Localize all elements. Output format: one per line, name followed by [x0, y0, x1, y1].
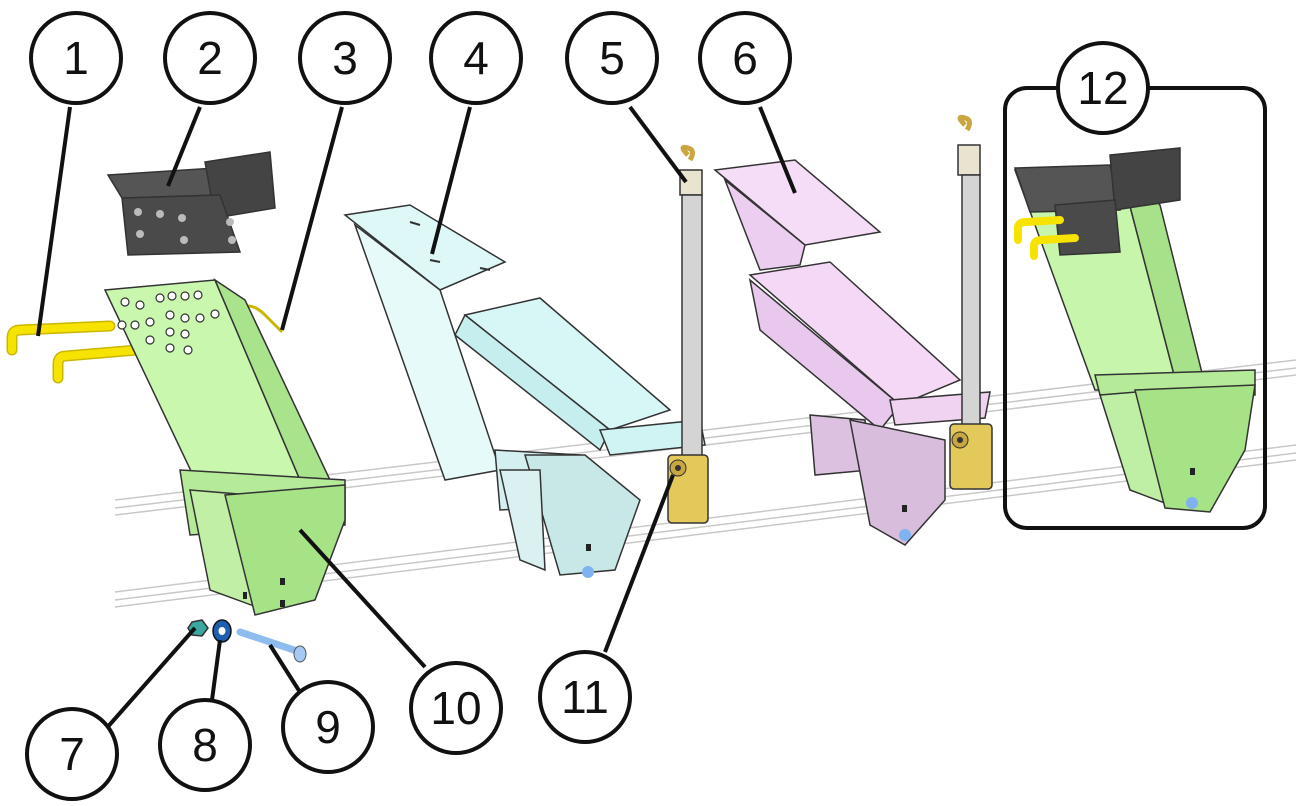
callout-2: 2 — [163, 11, 257, 105]
callout-5: 5 — [565, 11, 659, 105]
callout-6: 6 — [698, 11, 792, 105]
ratchet-strap-right — [949, 114, 993, 490]
callout-4-label: 4 — [463, 32, 489, 84]
fastener-hardware — [187, 619, 307, 663]
callout-10-label: 10 — [430, 682, 481, 734]
callout-3-label: 3 — [332, 32, 358, 84]
callout-7-label: 7 — [59, 728, 85, 780]
green-bracket-left — [103, 277, 346, 616]
callout-8: 8 — [158, 698, 252, 792]
callout-1-label: 1 — [63, 32, 89, 84]
callout-8-label: 8 — [192, 719, 218, 771]
ratchet-strap-left — [667, 144, 709, 524]
yellow-pin-pair — [6, 320, 166, 384]
callout-7: 7 — [25, 707, 119, 801]
callout-9-label: 9 — [315, 701, 341, 753]
callout-2-label: 2 — [197, 32, 223, 84]
leader-lines — [36, 105, 797, 732]
cyan-bracket — [343, 204, 706, 578]
callout-10: 10 — [409, 661, 503, 755]
callout-9: 9 — [281, 680, 375, 774]
callout-6-label: 6 — [732, 32, 758, 84]
callout-3: 3 — [298, 11, 392, 105]
dark-mounting-plate — [106, 151, 276, 256]
callout-11-label: 11 — [561, 671, 609, 723]
callout-1: 1 — [29, 11, 123, 105]
callout-5-label: 5 — [599, 32, 625, 84]
assembled-view-box — [1003, 86, 1267, 530]
callout-4: 4 — [429, 11, 523, 105]
callout-12-label: 12 — [1077, 62, 1128, 114]
callout-12: 12 — [1056, 41, 1150, 135]
callout-11: 11 — [538, 650, 632, 744]
pink-bracket — [713, 159, 991, 546]
